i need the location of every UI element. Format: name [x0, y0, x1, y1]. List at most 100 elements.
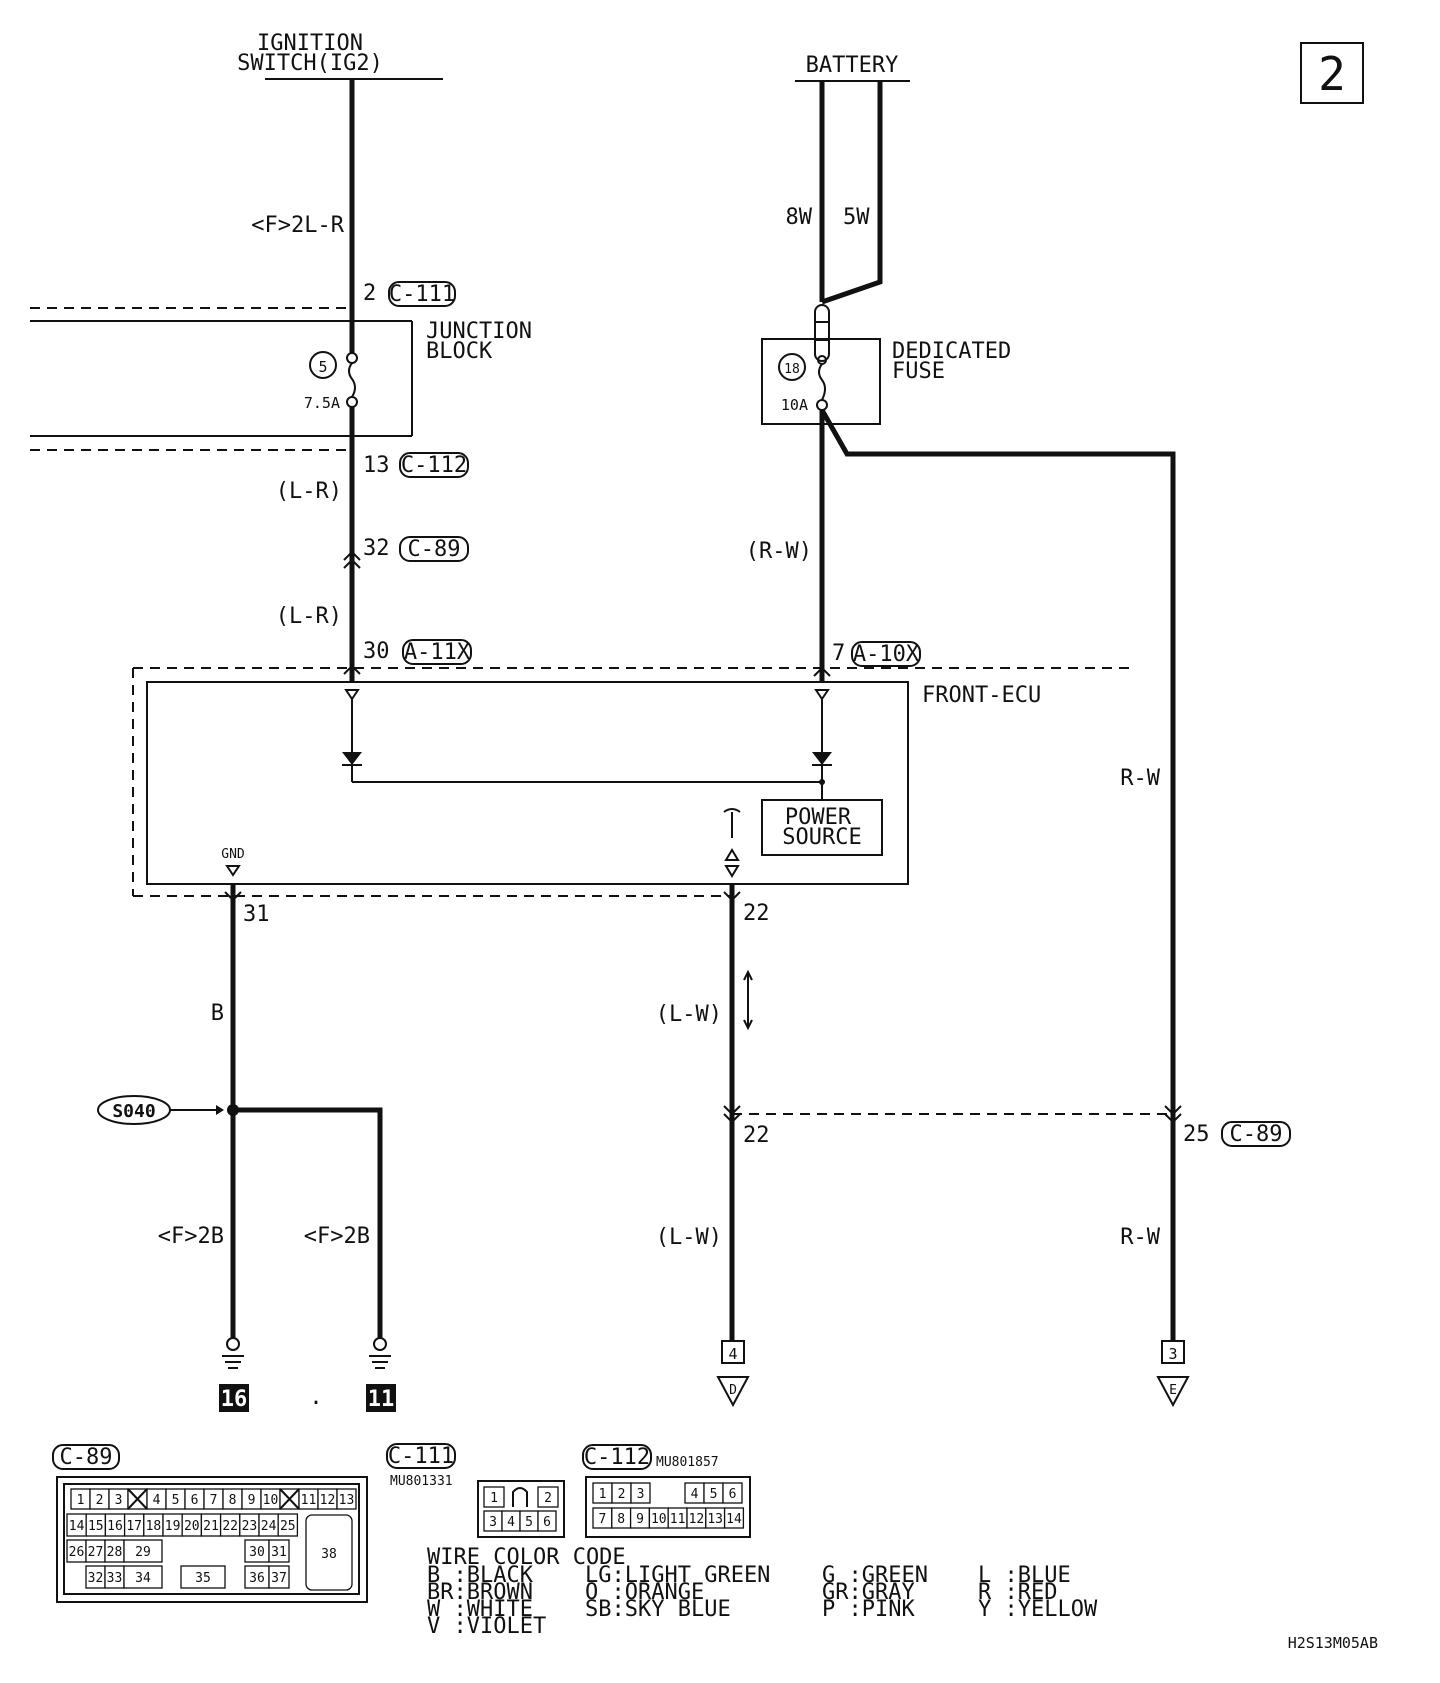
pin-a11x: 30	[363, 639, 390, 664]
page-marker: 2	[1300, 42, 1364, 104]
wire-label-rw: (R-W)	[746, 539, 812, 564]
wcc-gr: GR:GRAY	[822, 1580, 915, 1605]
dedicated-fuse-no: 18	[784, 362, 800, 377]
junction-fuse-rating: 7.5A	[304, 394, 340, 412]
dedicated-fuse: DEDICATED FUSE 18 10A	[761, 338, 1011, 425]
c112-pin-r1-0-label: 1	[599, 1487, 607, 1502]
c111-pin-3: 3	[489, 1515, 497, 1530]
c89-pin-r4-2	[123, 1565, 163, 1589]
c111-part-number: MU801331	[390, 1474, 453, 1489]
c89-pin-r2-6-label: 20	[184, 1519, 200, 1534]
wcc-title: WIRE COLOR CODE	[427, 1545, 626, 1570]
c89-pin-r1-2-label: 3	[115, 1493, 123, 1508]
c89-pin-r2-3-label: 17	[126, 1519, 142, 1534]
c89-pin-r2-8-label: 22	[222, 1519, 238, 1534]
c112-part-number: MU801857	[656, 1455, 719, 1470]
output-terminal-d: 4 D	[716, 1340, 750, 1408]
c89-pin-r2-5-label: 19	[165, 1519, 181, 1534]
c89-pin-r3-3-label: 29	[135, 1545, 151, 1560]
ecu-gnd-label: GND	[221, 847, 245, 862]
c89-pin-r1-4-label: 4	[153, 1493, 161, 1508]
output-d-pin: 4	[728, 1345, 737, 1363]
wire-label-lw-upper: (L-W)	[656, 1002, 722, 1027]
wire-label-ign-top: <F>2L-R	[251, 213, 344, 238]
pin-c89: 32	[363, 536, 390, 561]
dedicated-fuse-label-2: FUSE	[892, 359, 945, 384]
fuse-number-5-circle	[309, 351, 337, 379]
c111-view-tag: C-111	[388, 1444, 454, 1469]
splice-label: S040	[112, 1101, 155, 1122]
c112-view-tag: C-112	[584, 1445, 650, 1470]
c89-pin-r1-8-label: 8	[229, 1493, 237, 1508]
wcc-r: R :RED	[978, 1580, 1057, 1605]
wcc-g: G :GREEN	[822, 1563, 928, 1588]
tag-c89: C-89	[408, 537, 461, 562]
wire-label-lr-1: (L-R)	[276, 479, 342, 504]
c89-pin-r2-0-label: 14	[69, 1519, 85, 1534]
tag-c111: C-111	[389, 282, 455, 307]
page-marker-number: 2	[1318, 47, 1346, 101]
pin-31: 31	[243, 902, 270, 927]
c89-pin-r3-4-label: 30	[249, 1545, 265, 1560]
wire-label-lw-lower: (L-W)	[656, 1225, 722, 1250]
c112-pin-r1-5-label: 6	[729, 1487, 737, 1502]
c89-pin-r2-9-label: 23	[242, 1519, 258, 1534]
tag-a11x: A-11X	[404, 640, 471, 665]
c89-view-tag: C-89	[60, 1445, 113, 1470]
wcc-v: V :VIOLET	[427, 1614, 546, 1639]
bidirectional-arrow-icon	[743, 969, 753, 1031]
c89-pin-r2-4-label: 18	[146, 1519, 162, 1534]
pin-c89-25: 25	[1183, 1122, 1210, 1147]
wcc-p: P :PINK	[822, 1597, 915, 1622]
c112-pin-r2-6-label: 13	[707, 1512, 723, 1527]
c89-pin-r4-5	[268, 1565, 290, 1589]
wcc-br: BR:BROWN	[427, 1580, 533, 1605]
c89-pin-r1-6-label: 6	[191, 1493, 199, 1508]
c89-pin-r1-14-label: 13	[339, 1493, 355, 1508]
c89-pin-r1-12-label: 11	[301, 1493, 317, 1508]
wire-label-8w: 8W	[786, 205, 813, 230]
wire-rw-right	[819, 408, 1176, 1120]
wcc-b: B :BLACK	[427, 1563, 534, 1588]
wire-label-2b-right: <F>2B	[304, 1224, 370, 1249]
c112-pin-r2-2-label: 9	[636, 1512, 644, 1527]
c89-pin-r1-10-label: 10	[263, 1493, 279, 1508]
pin-c112: 13	[363, 453, 390, 478]
c112-pin-r1-2	[630, 1482, 651, 1504]
pin-a10x: 7	[832, 641, 845, 666]
c111-pin-4: 4	[507, 1515, 515, 1530]
c89-pin-r2-2-label: 16	[107, 1519, 123, 1534]
ecu-name: FRONT-ECU	[922, 683, 1041, 708]
ignition-label-1: IGNITION	[257, 31, 363, 56]
c112-pin-r1-3-label: 4	[691, 1487, 699, 1502]
c89-pin-r4-1-label: 33	[107, 1571, 123, 1586]
c89-pin-r3-0-label: 26	[69, 1545, 85, 1560]
c112-pin-r1-2-label: 3	[637, 1487, 645, 1502]
c112-pin-r2-5-label: 12	[689, 1512, 705, 1527]
c111-pin-2: 2	[544, 1491, 552, 1506]
wire-label-2b-left: <F>2B	[158, 1224, 224, 1249]
c111-pin-1: 1	[490, 1491, 498, 1506]
c89-pin-r2-11	[277, 1513, 299, 1537]
c89-pin-r4-5-label: 37	[271, 1571, 287, 1586]
c89-pin-r1-14	[336, 1488, 357, 1510]
tag-c112: C-112	[401, 453, 467, 478]
wcc-lg: LG:LIGHT GREEN	[585, 1563, 770, 1588]
wcc-o: O :ORANGE	[585, 1580, 704, 1605]
c89-pin-r1-1-label: 2	[96, 1493, 104, 1508]
c112-pin-r2-7	[723, 1507, 745, 1529]
c112-pin-r1-4-label: 5	[710, 1487, 718, 1502]
c89-pin-r1-9-label: 9	[248, 1493, 256, 1508]
junction-fuse-no: 5	[318, 358, 327, 376]
c89-pin-r3-2-label: 28	[107, 1545, 123, 1560]
c112-pin-r2-0-label: 7	[598, 1512, 606, 1527]
wire-color-code-legend: WIRE COLOR CODE B :BLACK BR:BROWN W :WHI…	[427, 1545, 1098, 1639]
c112-pin-r2-4-label: 11	[670, 1512, 686, 1527]
c89-pin-38: 38	[321, 1547, 337, 1562]
connector-view-c111: C-111 MU801331 1 2 3 4 5 6	[386, 1443, 565, 1538]
wcc-w: W :WHITE	[427, 1597, 533, 1622]
c111-pin-5: 5	[525, 1515, 533, 1530]
c112-pin-r1-5	[722, 1482, 743, 1504]
